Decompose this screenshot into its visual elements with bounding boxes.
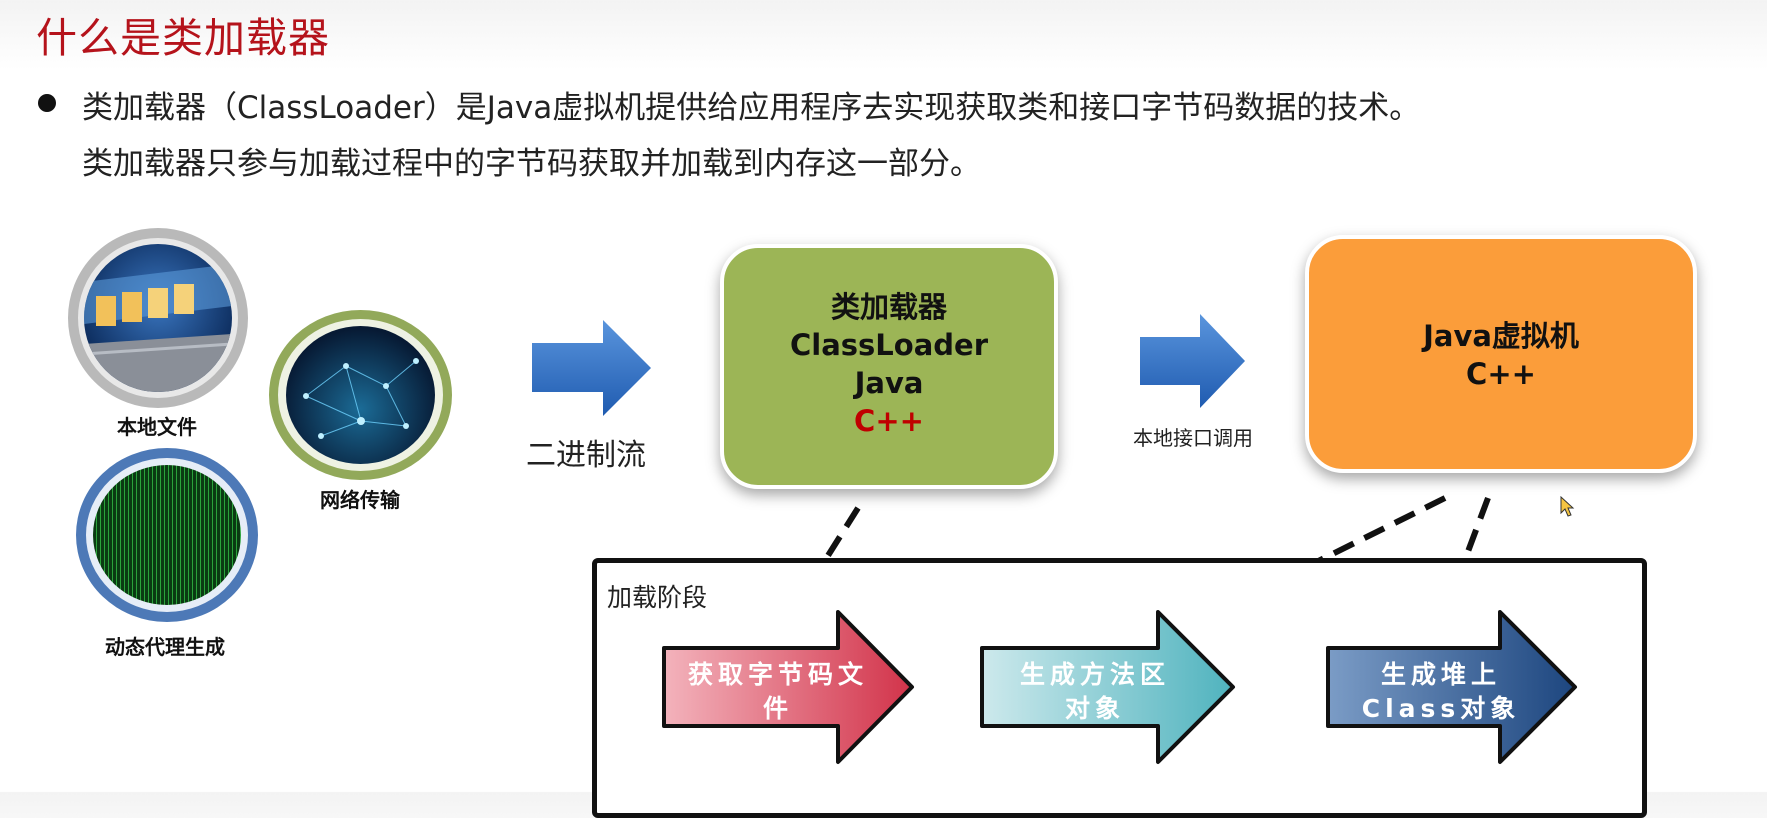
step3-label-line1: 生成堆上 [1380,660,1501,689]
network-label: 网络传输 [320,488,400,512]
step3-label: 生成堆上 Class对象 [1336,658,1546,726]
jvm-box: Java虚拟机 C++ [1305,235,1697,473]
network-graph-icon [303,358,419,439]
network-image [286,326,435,464]
step2-label: 生成方法区 对象 [990,658,1200,726]
step2-arrow [980,610,1235,764]
binary-code-image [93,465,241,605]
step3-arrow [1326,610,1577,764]
dashed-arrow-2 [1226,495,1447,609]
binary-stream-label: 二进制流 [526,438,646,473]
blue-arrow-1 [532,320,651,416]
loading-stage-label: 加载阶段 [607,583,708,612]
step2-label-line2: 对象 [1064,694,1125,723]
classloader-box: 类加载器 ClassLoader Java C++ [720,244,1058,489]
dynamic-proxy-label: 动态代理生成 [105,635,225,659]
classloader-title: 类加载器 [830,290,947,324]
step1-label: 获取字节码文 件 [668,658,888,726]
bullet-dot [38,94,56,112]
bullet-text-line2: 类加载器只参与加载过程中的字节码获取并加载到内存这一部分。 [82,146,981,182]
classloader-name: ClassLoader [789,328,988,362]
step1-label-line1: 获取字节码文 [687,660,868,689]
classloader-cpp: C++ [854,404,924,438]
dashed-arrow-3 [1445,496,1491,607]
jvm-cpp: C++ [1466,357,1536,391]
dashed-arrow-1 [797,506,861,602]
folders-icon [84,264,232,392]
bullet-text-line1: 类加载器（ClassLoader）是Java虚拟机提供给应用程序去实现获取类和接… [82,90,1421,126]
jvm-title: Java虚拟机 [1423,319,1579,353]
step1-arrow [662,610,914,764]
local-file-label: 本地文件 [117,415,197,439]
step2-label-line1: 生成方法区 [1019,660,1170,689]
native-interface-label: 本地接口调用 [1133,426,1253,450]
slide-title: 什么是类加载器 [36,14,330,62]
step3-label-line2: Class对象 [1361,694,1521,723]
stage-step-arrows [662,610,1577,764]
step1-label-line2: 件 [762,694,793,723]
local-file-image [84,244,232,392]
blue-arrow-2 [1140,314,1245,408]
mouse-cursor-icon [1560,496,1575,517]
classloader-java: Java [854,366,924,400]
